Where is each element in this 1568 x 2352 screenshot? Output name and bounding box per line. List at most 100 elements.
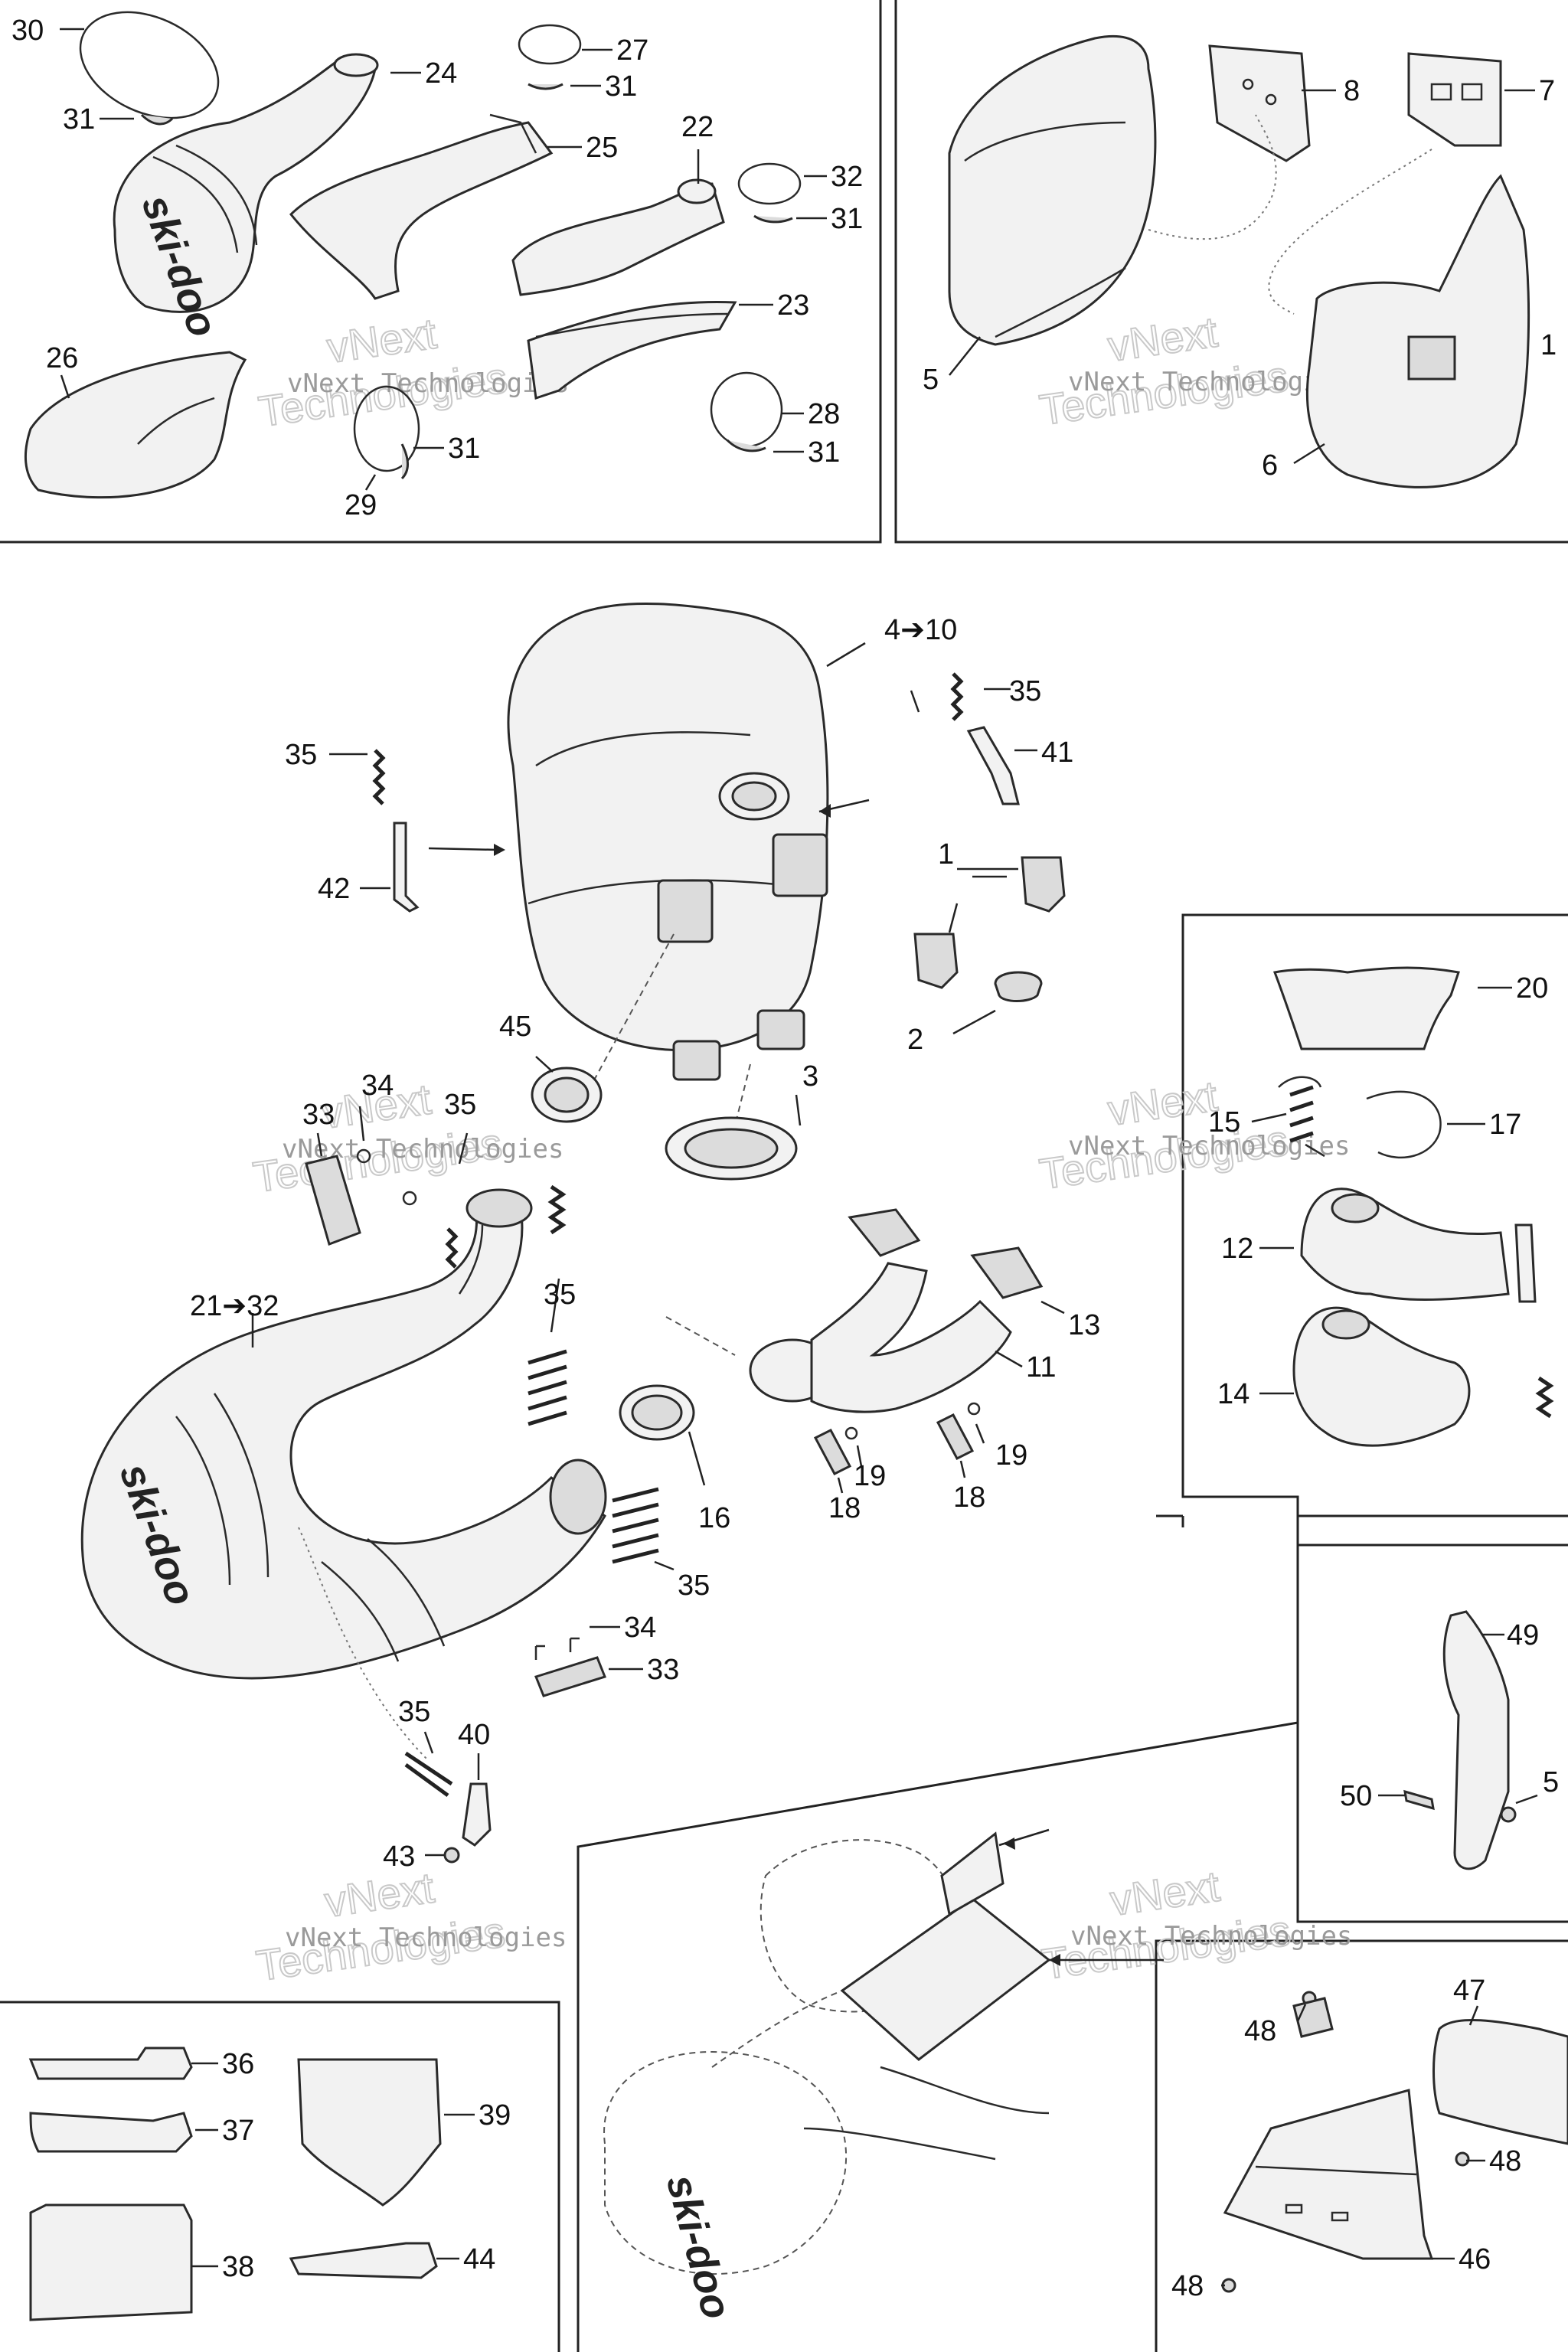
watermark-2: vNext Technologies bbox=[1068, 367, 1350, 397]
manifold-shield-group-right bbox=[1272, 966, 1554, 1447]
callout-25: 25 bbox=[586, 132, 618, 164]
callout-31b: 31 bbox=[605, 70, 637, 103]
spring-35b-icon bbox=[372, 749, 386, 805]
watermark-big-5a: vNext bbox=[322, 1863, 437, 1926]
callout-47: 47 bbox=[1453, 1975, 1485, 2007]
watermark-1: vNext Technologies bbox=[287, 368, 569, 399]
callout-35f: 35 bbox=[398, 1696, 430, 1728]
rivet-34b-icon bbox=[534, 1637, 580, 1660]
muffler-shield-6-icon bbox=[1306, 174, 1530, 488]
clamp-29-icon bbox=[353, 385, 420, 472]
insulation-37-icon bbox=[29, 2112, 193, 2153]
callout-18b: 18 bbox=[953, 1481, 985, 1514]
muffler-group bbox=[372, 602, 1066, 1181]
assembly-shield-icon bbox=[840, 1897, 1051, 2061]
callout-2: 2 bbox=[907, 1024, 923, 1056]
manifold-shield-14-icon bbox=[1292, 1306, 1471, 1447]
muffler-shield-group-top-right bbox=[948, 34, 1530, 488]
callout-43: 43 bbox=[383, 1841, 415, 1873]
bolt-18b-icon bbox=[936, 1413, 975, 1460]
callout-35d: 35 bbox=[544, 1279, 576, 1311]
callout-23: 23 bbox=[777, 289, 809, 322]
callout-1a: 1 bbox=[1540, 329, 1557, 361]
spring-35a-icon bbox=[950, 672, 964, 721]
callout-4-to-10: 4➔10 bbox=[884, 614, 957, 646]
clip-31c-icon bbox=[753, 214, 793, 224]
callout-45: 45 bbox=[499, 1011, 531, 1043]
rivet-34a-icon bbox=[356, 1148, 371, 1164]
spring-35d-icon bbox=[528, 1349, 567, 1426]
clamp-17-icon bbox=[1366, 1090, 1442, 1159]
watermark-big-1a: vNext bbox=[324, 309, 439, 371]
callout-27: 27 bbox=[616, 34, 648, 67]
insulation-group-bottom-left bbox=[28, 2047, 442, 2321]
callout-19b: 19 bbox=[995, 1439, 1027, 1472]
insulation-44-icon bbox=[289, 2242, 438, 2279]
callout-22: 22 bbox=[681, 111, 714, 143]
watermarks: vNext Technologies vNext Technologies vN… bbox=[250, 306, 1353, 1991]
callout-38: 38 bbox=[222, 2251, 254, 2283]
callout-30: 30 bbox=[11, 15, 44, 47]
callout-31e: 31 bbox=[448, 433, 480, 465]
manifold-group bbox=[619, 1208, 1044, 1475]
shield-46-47-group bbox=[1221, 1991, 1568, 2293]
tuned-pipe-group: ski-doo bbox=[80, 1148, 736, 1864]
grommet-1a-icon bbox=[913, 933, 959, 989]
spring-35f-icon bbox=[404, 1751, 453, 1798]
clamp-28-icon bbox=[710, 371, 783, 448]
clamp-32-icon bbox=[737, 162, 802, 205]
heat-shield-group-top-left: ski-doo bbox=[24, 11, 802, 499]
muffler-body-icon bbox=[507, 602, 829, 1052]
callout-34b: 34 bbox=[624, 1612, 656, 1644]
callout-13: 13 bbox=[1068, 1309, 1100, 1341]
pipe-shield-25-icon bbox=[289, 121, 554, 300]
callout-35e: 35 bbox=[678, 1570, 710, 1602]
spacer-2-icon bbox=[994, 971, 1043, 1002]
callout-35c: 35 bbox=[444, 1089, 476, 1121]
bolt-50-icon bbox=[1403, 1789, 1435, 1811]
callout-33b: 33 bbox=[647, 1654, 679, 1686]
callout-31a: 31 bbox=[63, 103, 95, 136]
clip-33b-icon bbox=[534, 1656, 606, 1697]
clip-31a-icon bbox=[140, 113, 174, 126]
callout-48a: 48 bbox=[1244, 2015, 1276, 2047]
nut-48b-icon bbox=[1455, 2151, 1470, 2167]
callout-28: 28 bbox=[808, 398, 840, 430]
insulation-7-icon bbox=[1407, 52, 1502, 147]
callout-16: 16 bbox=[698, 1502, 730, 1534]
callout-39: 39 bbox=[479, 2099, 511, 2132]
insulation-38-icon bbox=[29, 2203, 193, 2321]
callout-29: 29 bbox=[345, 489, 377, 521]
insulation-36-icon bbox=[28, 2047, 193, 2080]
insulation-8-icon bbox=[1208, 44, 1311, 162]
callout-46: 46 bbox=[1459, 2243, 1491, 2275]
nut-5-icon bbox=[1500, 1806, 1517, 1823]
callout-37: 37 bbox=[222, 2115, 254, 2147]
callout-50: 50 bbox=[1340, 1780, 1372, 1812]
leader-lines bbox=[60, 28, 1538, 2287]
callout-42: 42 bbox=[318, 873, 350, 905]
callout-48b: 48 bbox=[1489, 2145, 1521, 2177]
bracket-42-icon bbox=[393, 822, 420, 913]
callout-14: 14 bbox=[1217, 1378, 1250, 1410]
pipe-shield-23-icon bbox=[527, 300, 737, 400]
muffler-shield-5-icon bbox=[948, 34, 1157, 346]
callout-15: 15 bbox=[1208, 1106, 1240, 1138]
watermark-5: vNext Technologies bbox=[285, 1922, 567, 1953]
callout-12: 12 bbox=[1221, 1233, 1253, 1265]
callout-31d: 31 bbox=[808, 436, 840, 469]
tuned-pipe-body-icon bbox=[80, 1200, 606, 1680]
nut-43-icon bbox=[443, 1847, 460, 1864]
callout-49: 49 bbox=[1507, 1619, 1539, 1651]
grommet-1b-icon bbox=[1021, 856, 1066, 913]
clip-31d-icon bbox=[726, 439, 766, 452]
pipe-shield-26-icon bbox=[24, 351, 247, 499]
callout-33a: 33 bbox=[302, 1099, 335, 1131]
gasket-13b-icon bbox=[970, 1246, 1044, 1299]
callout-24: 24 bbox=[425, 57, 457, 90]
clip-33a-icon bbox=[305, 1155, 361, 1246]
callout-35a: 35 bbox=[1009, 675, 1041, 707]
callout-34a: 34 bbox=[361, 1070, 394, 1102]
